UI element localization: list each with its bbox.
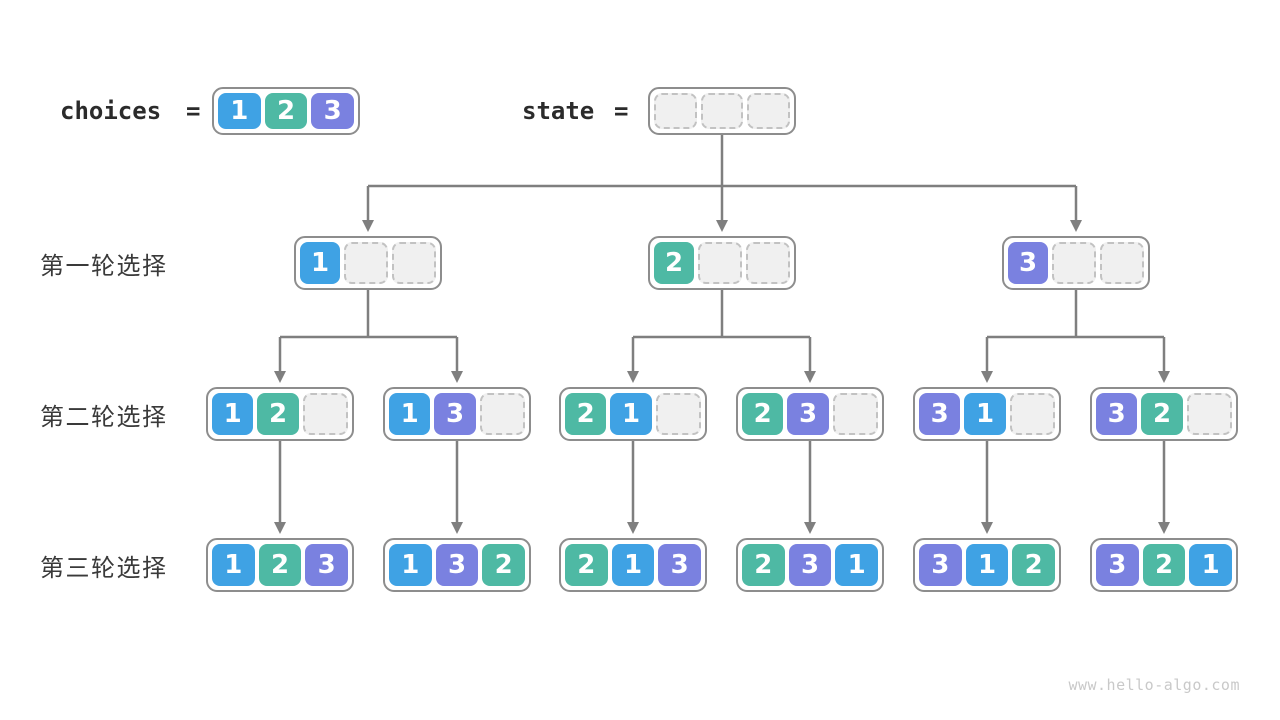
choice-cell-1: 1 [610,393,652,435]
choice-cell-2: 2 [482,544,526,586]
choice-cell-3: 3 [305,544,349,586]
empty-cell [654,93,697,129]
empty-cell [655,393,701,435]
choice-cell-2: 2 [257,393,299,435]
choice-cell-3: 3 [1096,544,1139,586]
state-label: state [522,97,595,125]
equals-sign: = [614,97,629,125]
watermark: www.hello-algo.com [1068,676,1240,694]
empty-cell [832,393,878,435]
tree-node-level1-1: 1 [294,236,442,290]
choice-cell-3: 3 [788,544,832,586]
choice-cell-3: 3 [919,393,961,435]
choice-cell-2: 2 [565,393,607,435]
empty-cell [1100,242,1144,284]
choice-cell-2: 2 [565,544,608,586]
choice-cell-2: 2 [742,544,785,586]
choice-cell-2: 2 [654,242,694,284]
choice-cell-1: 1 [300,242,340,284]
empty-cell [700,93,744,129]
empty-cell [1009,393,1055,435]
choice-cell-3: 3 [435,544,479,586]
state-box [648,87,796,135]
choice-cell-2: 2 [264,93,308,129]
tree-node-level1-3: 3 [1002,236,1150,290]
choice-cell-1: 1 [212,544,255,586]
empty-cell [698,242,742,284]
choice-cell-2: 2 [742,393,784,435]
choice-cell-3: 3 [658,544,702,586]
empty-cell [479,393,525,435]
choice-cell-3: 3 [1096,393,1138,435]
choice-cell-2: 2 [1012,544,1056,586]
row-label-round-3: 第三轮选择 [40,554,168,582]
choice-cell-1: 1 [212,393,254,435]
tree-node-level1-2: 2 [648,236,796,290]
empty-cell [1052,242,1096,284]
empty-cell [344,242,388,284]
choice-cell-1: 1 [965,544,1009,586]
choice-cell-3: 3 [1008,242,1048,284]
choice-cell-3: 3 [311,93,355,129]
choice-cell-2: 2 [1142,544,1186,586]
choice-cell-3: 3 [434,393,476,435]
choice-cell-1: 1 [218,93,261,129]
equals-sign: = [186,97,201,125]
choice-cell-1: 1 [1189,544,1233,586]
empty-cell [1186,393,1232,435]
choice-cell-2: 2 [258,544,302,586]
row-label-round-2: 第二轮选择 [40,403,168,431]
choice-cell-1: 1 [611,544,655,586]
choice-cell-2: 2 [1141,393,1183,435]
choice-cell-1: 1 [389,393,431,435]
choices-label: choices [60,97,162,125]
row-label-round-1: 第一轮选择 [40,252,168,280]
choice-cell-3: 3 [919,544,962,586]
choice-cell-3: 3 [787,393,829,435]
empty-cell [747,93,791,129]
choice-cell-1: 1 [964,393,1006,435]
choice-cell-1: 1 [389,544,432,586]
empty-cell [746,242,790,284]
empty-cell [392,242,436,284]
choice-cell-1: 1 [835,544,879,586]
empty-cell [302,393,348,435]
